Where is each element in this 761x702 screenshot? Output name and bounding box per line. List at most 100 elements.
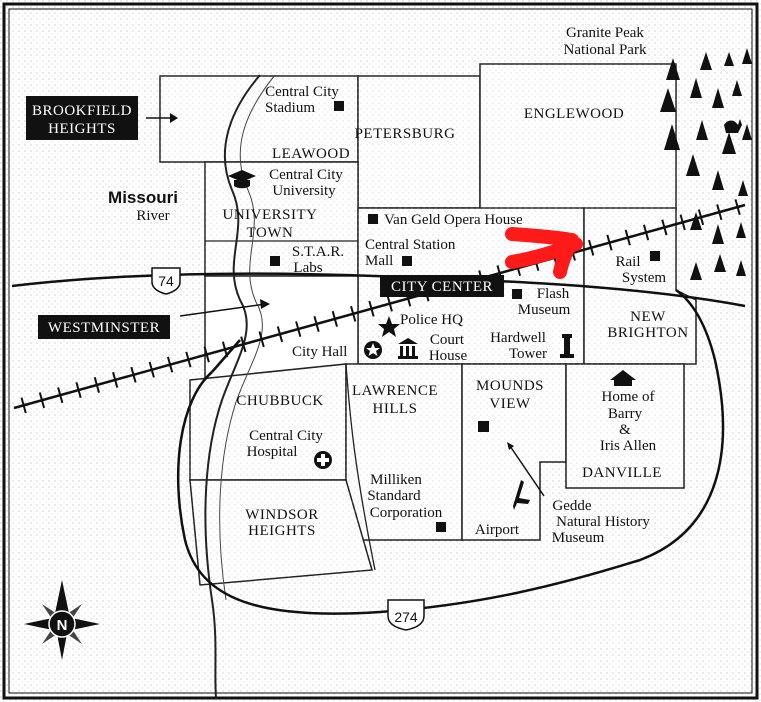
home-allen-label-3: & [619,422,631,438]
museum-marker [512,289,522,299]
rail-tie [93,377,100,393]
rail-tie [331,310,338,327]
rail-system-label-1: Rail [616,254,641,270]
rail-tie [697,209,705,226]
rail-tie [20,397,27,414]
rail-tie [295,321,302,338]
hardwell-label-2: Tower [509,346,547,362]
gedde-label-2: Natural History [556,514,650,530]
stadium-label-1: Central City [265,84,339,100]
gedde-label-1: Gedde [552,498,591,514]
star-labs-label-2: Labs [293,260,322,276]
district-leawood: LEAWOOD [272,146,350,162]
rail-tie [716,204,723,221]
hospital-label-2: Hospital [247,444,298,460]
district-lines [205,240,376,571]
milliken-label-3: Corporation [370,505,443,521]
central-station-marker [402,256,412,266]
tower-icon [560,334,574,358]
hardwell-label-1: Hardwell [490,330,546,346]
district-windsor-heights-2: HEIGHTS [248,523,316,539]
rail-tie [185,351,192,368]
highway-274-label: 274 [394,609,418,625]
map-frame-inner [8,8,753,694]
rail-tie [203,346,210,363]
rail-tie [38,392,46,409]
svg-text:CITY CENTER: CITY CENTER [391,279,493,295]
district-mounds-view-1: MOUNDS [476,378,544,394]
rail-tie [148,361,155,378]
rail-tie [240,336,247,353]
graduation-cap-icon [228,170,256,189]
milliken-label-1: Milliken [370,472,422,488]
hospital-cross-icon [314,451,332,469]
central-station-label-1: Central Station [365,237,456,253]
court-house-label-2: House [429,348,468,364]
rail-tie [679,214,686,231]
rail-tie [350,305,357,322]
district-university-town-1: UNIVERSITY [223,207,318,223]
district-mounds-view-2: VIEW [489,396,530,412]
university-label-1: Central City [269,167,343,183]
rail-tie [642,224,650,241]
rail-tie [130,366,137,383]
highway-shield-274: 274 [387,599,425,631]
svg-text:WESTMINSTER: WESTMINSTER [48,320,160,336]
district-windsor-heights-1: WINDSOR [245,507,319,523]
compass-rose: N [24,580,100,660]
district-new-brighton-1: NEW [630,309,666,325]
star-icon [378,316,400,337]
rail-tie [661,219,668,236]
home-allen-label-2: Barry [608,406,643,422]
river-name-label: Missouri [108,188,178,207]
district-danville: DANVILLE [582,465,662,481]
stadium-marker [334,101,344,111]
svg-text:HEIGHTS: HEIGHTS [48,121,116,137]
highway-274 [176,288,725,615]
opera-house-marker [368,214,378,224]
court-house-label-1: Court [430,332,465,348]
stadium-label-2: Stadium [265,100,315,116]
home-allen-label-1: Home of [602,389,655,405]
district-lawrence-hills-2: HILLS [373,401,418,417]
rail-system-marker [650,251,660,261]
rail-tie [258,331,265,348]
westminster-arrow [179,303,267,317]
highway-74-label: 74 [158,273,174,289]
district-englewood: ENGLEWOOD [524,106,624,122]
milliken-label-2: Standard [367,488,421,504]
brookfield-label: BROOKFIELD HEIGHTS [26,96,138,140]
gedde-arrow [509,445,545,497]
mounds-view-marker [478,421,489,432]
district-lawrence-hills-1: LAWRENCE [352,383,438,399]
rail-tie [276,326,284,343]
river-bank [219,74,276,601]
granite-peak-label-1: Granite Peak [566,25,644,41]
rail-tie [368,300,375,317]
university-label-2: University [272,183,336,199]
home-allen-label-4: Iris Allen [600,438,657,454]
rail-tie [313,316,320,332]
central-station-label-2: Mall [365,253,393,269]
rail-tie [386,295,393,312]
forest [660,48,752,280]
capital-star-icon [364,341,382,359]
rail-system-label-2: System [622,270,667,286]
river-line [204,74,261,699]
museum-label-2: Museum [518,302,571,318]
house-icon [610,370,636,386]
compass-north-label: N [57,617,68,634]
museum-label-1: Flash [537,286,570,302]
rail-tie [588,239,595,256]
police-hq-label: Police HQ [400,312,463,328]
river-type-label: River [136,208,169,224]
rail-tie [57,387,64,404]
star-labs-label-1: S.T.A.R. [292,244,344,260]
district-chubbuck: CHUBBUCK [236,393,323,409]
rail-tie [75,382,82,399]
city-center-label: CITY CENTER [380,275,504,297]
milliken-marker [436,522,446,532]
rail-tie [734,199,741,216]
